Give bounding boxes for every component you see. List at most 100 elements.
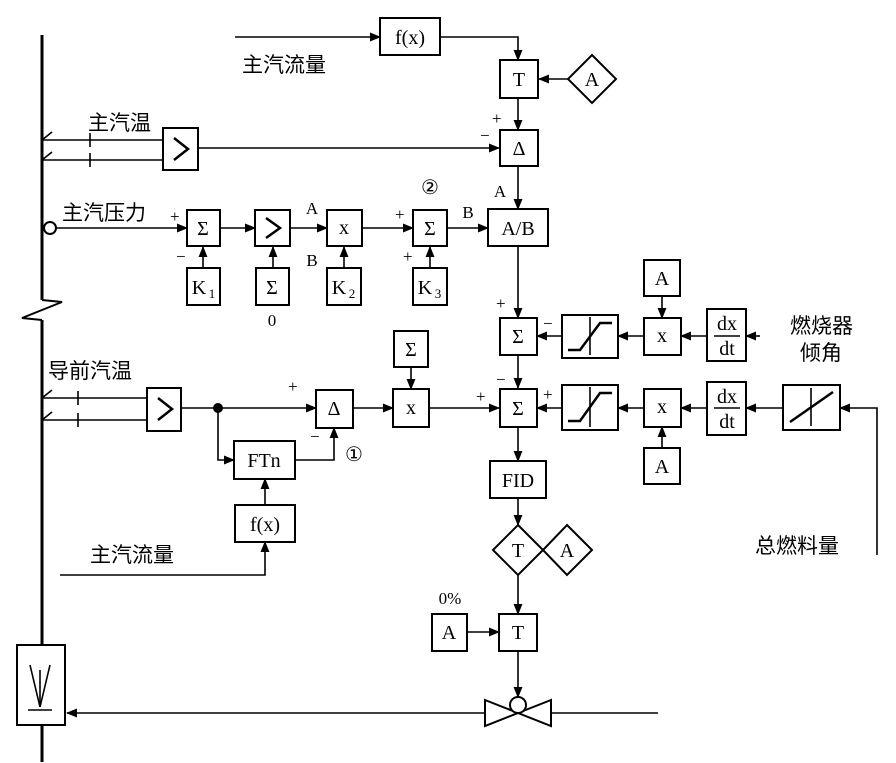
zero-percent-label: 0% [439, 589, 462, 608]
plus-sign: + [288, 377, 298, 396]
plus-sign: + [170, 207, 180, 226]
derivative-denominator: dt [719, 338, 735, 360]
lead-steam-temp-label: 导前汽温 [48, 359, 132, 383]
function-block-label: f(x) [395, 27, 425, 49]
limiter-icon [568, 387, 612, 427]
deviation-block-label: Δ [328, 398, 341, 420]
gain-subscript: 3 [435, 286, 442, 301]
summer-block [255, 267, 290, 306]
summer-block-label: Σ [197, 218, 209, 240]
multiplier-block-label: x [657, 325, 667, 347]
auto-station-block [643, 259, 681, 297]
minus-sign: − [310, 427, 320, 446]
main-steam-flow-label: 主汽流量 [90, 543, 174, 567]
main-steam-temp-label: 主汽温 [88, 111, 151, 135]
auto-station-block [431, 613, 468, 652]
burner-tilt-label: 燃烧器 [790, 314, 853, 338]
derivative-numerator: dx [717, 313, 737, 335]
gain-block-label: K [332, 277, 347, 299]
function-block [234, 504, 296, 543]
multiplier-block [326, 209, 363, 247]
transfer-diamond-label: T [512, 540, 524, 562]
signal-connectors [56, 32, 878, 718]
auto-station-diamond [566, 53, 618, 105]
plus-sign: + [543, 385, 553, 404]
fid-block [489, 460, 547, 499]
main-steam-pressure-label: 主汽压力 [62, 201, 146, 225]
summer-block [412, 209, 448, 247]
plus-sign: + [395, 205, 405, 224]
divider-block-label: A/B [501, 218, 534, 240]
transfer-block [499, 59, 539, 99]
auto-station-block [643, 447, 681, 485]
lag-block-label: FTn [247, 450, 280, 472]
port-label-b: B [462, 203, 473, 222]
fid-block-label: FID [502, 470, 534, 492]
multiplier-block-label: x [406, 397, 416, 419]
limiter-icon [568, 317, 612, 355]
multiplier-block [643, 317, 682, 356]
plus-sign: + [496, 294, 506, 313]
summer-block [393, 330, 429, 368]
plus-sign: + [492, 109, 502, 128]
auto-station-label: A [655, 268, 670, 290]
gain-block [186, 267, 221, 306]
summer-block-label: Σ [424, 218, 436, 240]
summer-block [186, 209, 221, 247]
auto-station-label: A [560, 540, 575, 562]
auto-station-label: A [655, 456, 670, 478]
minus-sign: − [543, 314, 553, 333]
high-select-icon [173, 137, 191, 161]
summer-block [499, 388, 538, 428]
divider-block [487, 208, 549, 247]
circled-2: ② [421, 177, 439, 199]
port-label-a: A [306, 199, 319, 218]
multiplier-block-label: x [339, 217, 349, 239]
multiplier-block-label: x [657, 396, 667, 418]
port-label-a: A [494, 182, 507, 201]
temp-sensor-icon [41, 389, 147, 427]
gain-block-label: K [192, 277, 207, 299]
summer-block-label: Σ [266, 277, 278, 299]
deviation-block [499, 129, 539, 167]
auto-station-diamond [541, 523, 594, 577]
high-select-block [162, 127, 199, 171]
function-generator-icon [789, 388, 834, 426]
auto-station-label: A [442, 622, 457, 644]
plus-sign: + [403, 247, 413, 266]
transfer-block-label: T [513, 69, 525, 91]
transfer-block-label: T [512, 622, 524, 644]
summer-block-label: Σ [405, 339, 417, 361]
minus-sign: − [496, 370, 506, 389]
gain-subscript: 1 [209, 286, 216, 301]
summer-block [499, 317, 538, 356]
lag-block [233, 440, 296, 480]
temp-sensor-icon [41, 131, 165, 167]
high-select-block [146, 387, 182, 432]
circled-1: ① [345, 444, 363, 466]
port-label-b: B [306, 251, 317, 270]
zero-label: 0 [268, 311, 277, 330]
control-valve-icon [484, 696, 552, 728]
high-select-block [254, 209, 291, 247]
high-select-icon [265, 216, 283, 240]
gain-subscript: 2 [349, 286, 356, 301]
high-select-icon [157, 397, 175, 421]
actuator-icon [16, 644, 66, 726]
derivative-denominator: dt [719, 411, 735, 433]
deviation-block-label: Δ [513, 138, 526, 160]
multiplier-block [392, 388, 430, 428]
minus-sign: − [480, 126, 490, 145]
function-block-label: f(x) [250, 514, 280, 536]
transfer-block [498, 613, 538, 652]
derivative-block [706, 308, 747, 362]
auto-station-label: A [585, 69, 600, 91]
main-steam-flow-label: 主汽流量 [242, 53, 326, 77]
pressure-tap-icon [43, 221, 57, 235]
minus-sign: − [176, 247, 186, 266]
burner-tilt-label: 倾角 [800, 341, 842, 365]
multiplier-block [643, 388, 682, 428]
total-fuel-label: 总燃料量 [755, 534, 839, 558]
derivative-numerator: dx [717, 386, 737, 408]
